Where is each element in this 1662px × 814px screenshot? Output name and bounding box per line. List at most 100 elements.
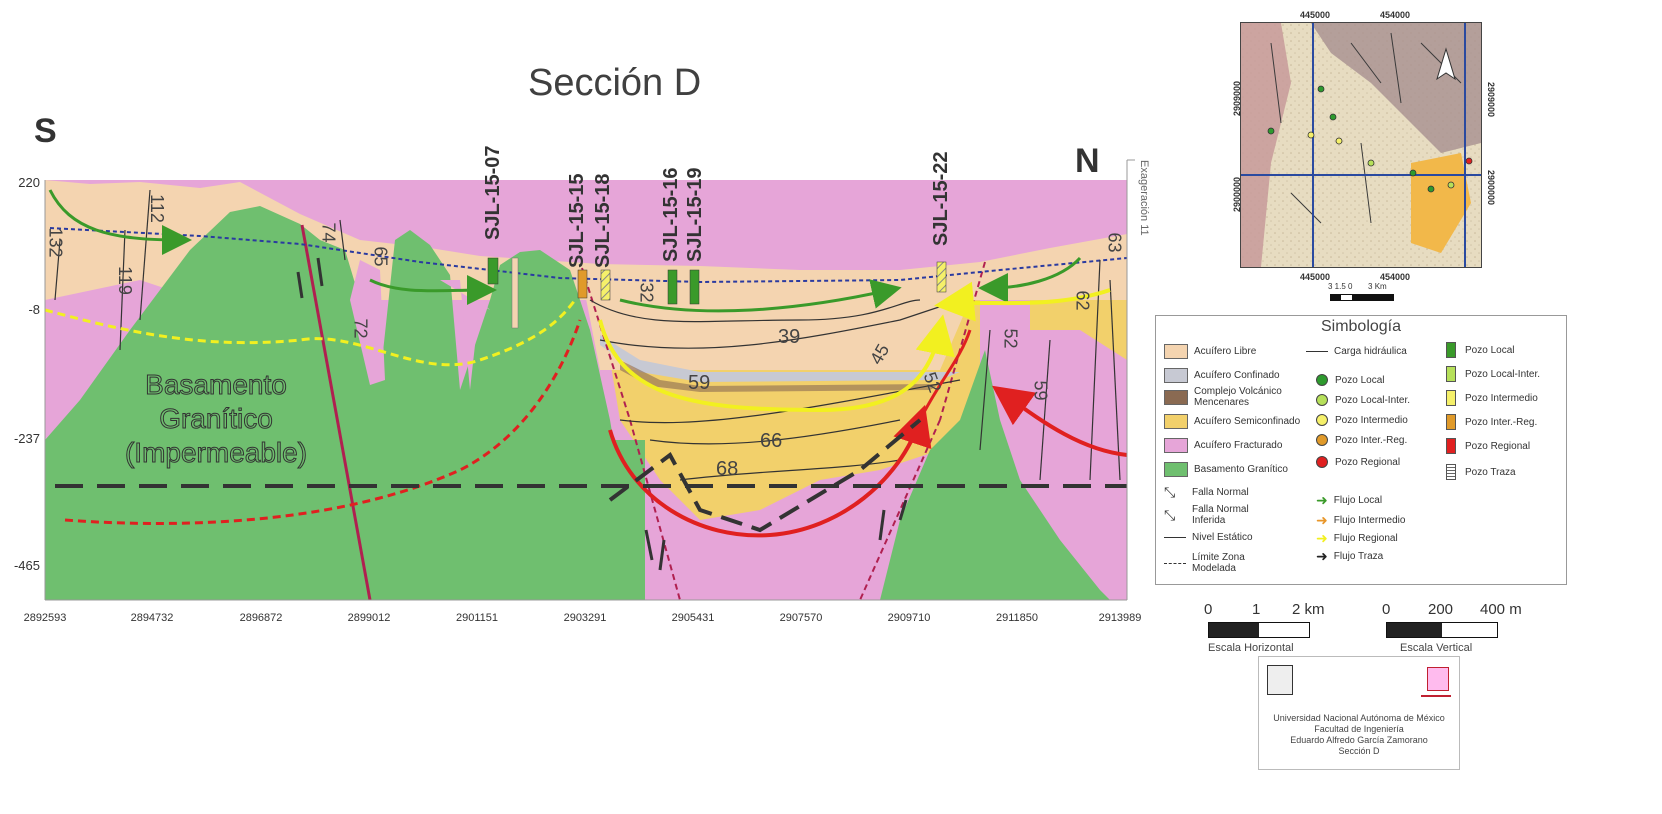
well-label: SJL-15-18 (592, 173, 614, 269)
legend-well-dot: Pozo Inter.-Reg. (1316, 434, 1407, 446)
arrow-icon: ➜ (1316, 530, 1328, 546)
y-tick: -237 (13, 431, 40, 446)
legend-model-limit: Límite Zona Modelada (1164, 552, 1252, 574)
contour-label: 59 (688, 372, 711, 394)
y-tick: -465 (13, 558, 40, 573)
map-tick-left: 2900000 (1232, 176, 1242, 212)
unam-logo (1267, 665, 1293, 695)
contour-label: 119 (114, 266, 135, 295)
x-tick: 2911850 (995, 612, 1038, 624)
contour-label: 74 (318, 222, 339, 243)
scale-h-label: 1 (1252, 601, 1261, 618)
legend: Simbología Acuífero Libre Acuífero Confi… (1155, 315, 1567, 585)
scale-h-label: 2 km (1292, 601, 1325, 618)
legend-carga: Carga hidráulica (1306, 346, 1407, 357)
x-tick: 2901151 (455, 612, 498, 624)
legend-well-bar: Pozo Traza (1446, 464, 1516, 480)
map-tick-top: 445000 (1300, 10, 1331, 20)
legend-well-bar: Pozo Inter.-Reg. (1446, 414, 1537, 430)
contour-label: 62 (1072, 290, 1093, 311)
legend-unit: Acuífero Fracturado (1164, 438, 1282, 453)
legend-well-dot: Pozo Local-Inter. (1316, 394, 1410, 406)
well-label: SJL-15-07 (482, 145, 504, 241)
fault-icon: ⤡ (1164, 484, 1176, 500)
map-tick-left: 2909000 (1232, 80, 1242, 116)
contour-label: 66 (760, 430, 783, 452)
x-tick: 2896872 (239, 612, 283, 624)
contour-label: 72 (350, 318, 371, 339)
basement-label: Basamento Granítico (Impermeable) (124, 369, 308, 469)
map-tick-bottom: 445000 (1300, 272, 1331, 282)
arrow-icon: ➜ (1316, 492, 1328, 508)
legend-unit: Acuífero Libre (1164, 344, 1256, 359)
legend-well-bar: Pozo Regional (1446, 438, 1530, 454)
legend-flow: ➜Flujo Local (1316, 492, 1383, 508)
x-tick: 2905431 (671, 612, 715, 624)
map-tick-right: 2909000 (1486, 82, 1496, 118)
scale-v-label: 200 (1428, 601, 1454, 618)
legend-flow: ➜Flujo Traza (1316, 548, 1384, 564)
contour-label: 68 (716, 458, 739, 480)
direction-north: N (1075, 142, 1100, 180)
x-tick: 2899012 (347, 612, 391, 624)
contour-label: 112 (146, 194, 167, 223)
scale-v-label: 400 m (1480, 601, 1522, 618)
y-tick: -8 (28, 302, 40, 317)
contour-label: 132 (45, 227, 66, 258)
map-scale-text: 3 1.5 0 3 Km (1328, 282, 1387, 291)
scale-h-caption: Escala Horizontal (1208, 642, 1294, 654)
aquifer-confined (600, 335, 960, 382)
x-tick: 2892593 (23, 612, 67, 624)
inset-map-svg (1241, 23, 1481, 267)
legend-well-dot: Pozo Intermedio (1316, 414, 1408, 426)
legend-unit: Basamento Granítico (1164, 462, 1288, 477)
legend-unit: Complejo Volcánico Mencenares (1164, 386, 1294, 408)
well-label: SJL-15-16 (660, 167, 682, 263)
x-tick: 2909710 (887, 612, 931, 624)
map-tick-right: 2900000 (1486, 170, 1496, 206)
legend-flow: ➜Flujo Intermedio (1316, 512, 1406, 528)
x-tick: 2913989 (1098, 612, 1142, 624)
y-tick: 220 (18, 175, 40, 190)
institution-text: Universidad Nacional Autónoma de México … (1273, 713, 1445, 756)
legend-well-bar: Pozo Intermedio (1446, 390, 1538, 406)
arrow-icon: ➜ (1316, 512, 1328, 528)
arrow-icon: ➜ (1316, 548, 1328, 564)
well-label: SJL-15-19 (684, 167, 706, 263)
legend-unit: Acuífero Confinado (1164, 368, 1280, 383)
legend-fault-inferred: ⤡Falla Normal Inferida (1164, 504, 1249, 526)
scale-v-label: 0 (1382, 601, 1391, 618)
legend-well-bar: Pozo Local (1446, 342, 1514, 358)
institution-box: Universidad Nacional Autónoma de México … (1258, 656, 1460, 770)
x-tick: 2907570 (779, 612, 823, 624)
well-label: SJL-15-22 (930, 151, 952, 247)
contour-label: 32 (636, 282, 657, 303)
legend-title: Simbología (1320, 318, 1402, 335)
contour-label: 39 (778, 326, 801, 348)
scale-h-label: 0 (1204, 601, 1213, 618)
inset-map (1240, 22, 1482, 268)
contour-label: 63 (1104, 232, 1125, 253)
legend-well-bar: Pozo Local-Inter. (1446, 366, 1540, 382)
section-title: Sección D (528, 62, 702, 104)
map-scale-bar (1330, 294, 1394, 301)
map-tick-bottom: 454000 (1380, 272, 1411, 282)
x-tick: 2903291 (563, 612, 607, 624)
contour-label: 65 (370, 246, 391, 267)
faculty-logo (1427, 667, 1449, 691)
legend-flow: ➜Flujo Regional (1316, 530, 1398, 546)
legend-unit: Acuífero Semiconfinado (1164, 414, 1300, 429)
map-tick-top: 454000 (1380, 10, 1411, 20)
legend-well-dot: Pozo Local (1316, 374, 1384, 386)
direction-south: S (34, 112, 57, 150)
scale-v-bar (1386, 622, 1498, 638)
faculty-logo-bar (1421, 695, 1451, 697)
legend-fault: ⤡Falla Normal (1164, 484, 1249, 500)
scale-h-bar (1208, 622, 1310, 638)
well-label: SJL-15-15 (566, 173, 588, 269)
exaggeration-label: Exageración 11 (1138, 160, 1150, 236)
x-tick: 2894732 (130, 612, 174, 624)
legend-well-dot: Pozo Regional (1316, 456, 1400, 468)
fault-inferred-icon: ⤡ (1164, 506, 1176, 523)
